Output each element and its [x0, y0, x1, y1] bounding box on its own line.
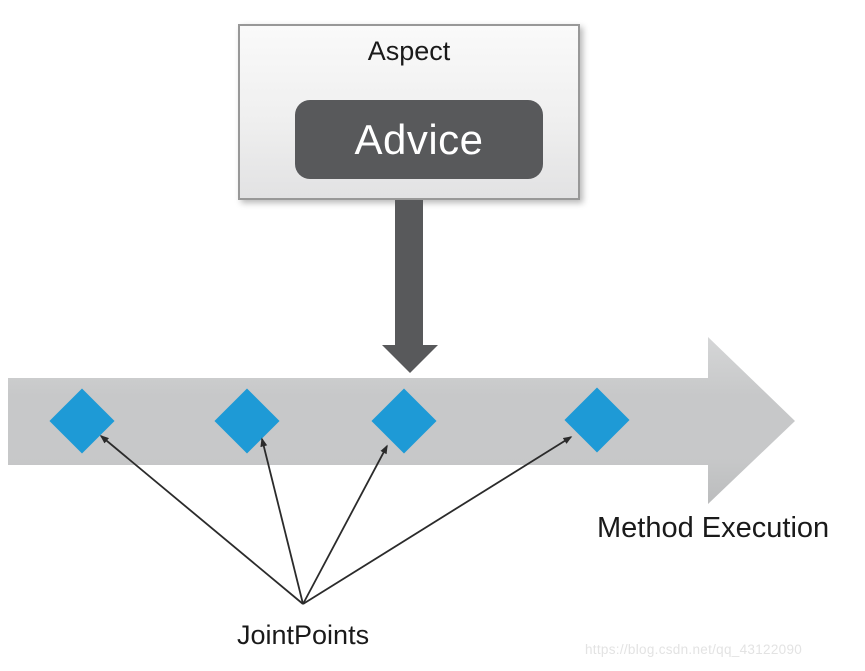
advice-label: Advice	[354, 115, 484, 163]
advice-down-arrow-icon	[382, 200, 438, 373]
advice-pill: Advice	[295, 100, 543, 179]
jointpoint-arrow-line-3	[302, 444, 388, 605]
method-execution-label: Method Execution	[597, 512, 830, 544]
watermark-text: https://blog.csdn.net/qq_43122090	[585, 642, 803, 657]
jointpoints-label: JointPoints	[237, 620, 370, 650]
aspect-box: Aspect Advice	[238, 24, 580, 200]
aspect-label: Aspect	[367, 36, 451, 66]
